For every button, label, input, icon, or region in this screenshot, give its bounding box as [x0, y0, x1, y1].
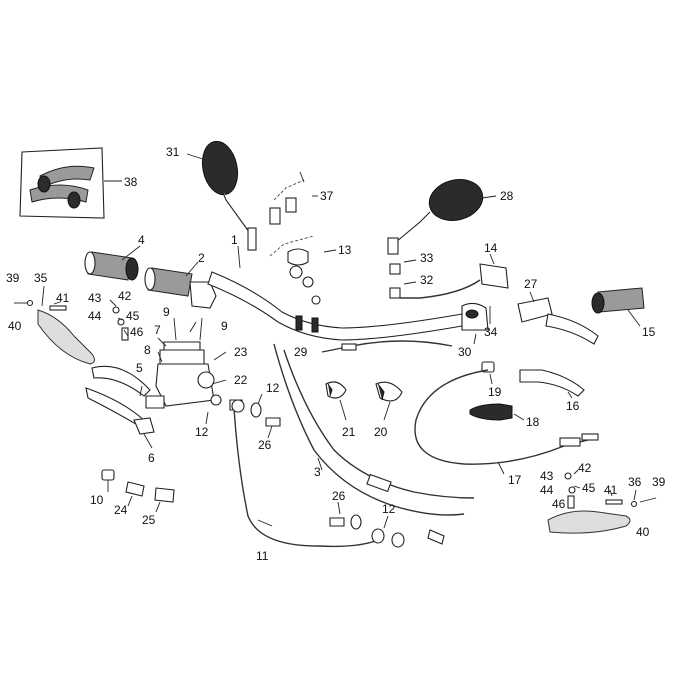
- throttle-housing-part: [321, 302, 489, 353]
- callout-3: 3: [314, 465, 321, 479]
- callout-14: 14: [484, 241, 498, 255]
- callout-13: 13: [338, 243, 352, 257]
- callout-8: 8: [144, 343, 151, 357]
- callout-25: 25: [142, 513, 156, 527]
- right-grip-part: [591, 287, 645, 327]
- clutch-cable-part: [414, 369, 599, 475]
- callout-31: 31: [166, 145, 180, 159]
- callout-26-a: 26: [258, 438, 272, 452]
- front-brake-master-cylinder: [145, 317, 222, 409]
- callout-1: 1: [231, 233, 238, 247]
- callout-26-b: 26: [332, 489, 346, 503]
- callout-12-c: 12: [382, 502, 396, 516]
- callout-43-right: 43: [540, 469, 554, 483]
- callout-27: 27: [524, 277, 538, 291]
- callout-46-right: 46: [552, 497, 566, 511]
- bar-clamp-hardware: [269, 171, 337, 305]
- callout-5: 5: [136, 361, 143, 375]
- brake-hose-part: [229, 399, 379, 548]
- callout-38: 38: [124, 175, 138, 189]
- callout-32: 32: [420, 273, 434, 287]
- callout-labels: 1 2 3 4 5 6 7 8 9 9 10 11 12 12 12 13 14…: [6, 145, 666, 563]
- callout-4: 4: [138, 233, 145, 247]
- callout-36: 36: [628, 475, 642, 489]
- callout-7: 7: [154, 323, 161, 337]
- callout-11: 11: [256, 549, 269, 563]
- leader-lines: [53, 299, 637, 501]
- callout-9-right: 9: [221, 319, 228, 333]
- throttle-grip-part: [144, 261, 217, 309]
- callout-12-b: 12: [266, 381, 280, 395]
- callout-46-left: 46: [130, 325, 144, 339]
- clutch-lever-assembly: [517, 291, 599, 399]
- front-brake-lever-part: [85, 365, 155, 435]
- hose-clamps-20-21: [325, 381, 403, 421]
- callout-41-left: 41: [56, 291, 70, 305]
- right-mirror-part: [387, 179, 497, 255]
- switch-parts-18-19: [469, 361, 525, 421]
- left-handguard-part: [14, 285, 129, 365]
- callout-39-right: 39: [652, 475, 666, 489]
- callout-9-left: 9: [163, 305, 170, 319]
- right-handguard-part: [547, 472, 657, 534]
- callout-2: 2: [198, 251, 205, 265]
- inset-grips-panel: [19, 147, 122, 219]
- callout-35: 35: [34, 271, 48, 285]
- callout-6: 6: [148, 451, 155, 465]
- callout-42-left: 42: [118, 289, 132, 303]
- callout-24: 24: [114, 503, 128, 517]
- callout-39-left: 39: [6, 271, 20, 285]
- callout-22: 22: [234, 373, 248, 387]
- callout-10: 10: [90, 493, 104, 507]
- callout-15: 15: [642, 325, 656, 339]
- callout-33: 33: [420, 251, 434, 265]
- throttle-cable-part: [273, 343, 475, 545]
- callout-19: 19: [488, 385, 502, 399]
- callout-12-a: 12: [195, 425, 209, 439]
- callout-43-left: 43: [88, 291, 102, 305]
- right-switch-group: [389, 253, 509, 324]
- callout-40-right: 40: [636, 525, 650, 539]
- callout-44-left: 44: [88, 309, 102, 323]
- callout-30: 30: [458, 345, 472, 359]
- callout-45-right: 45: [582, 481, 596, 495]
- callout-20: 20: [374, 425, 388, 439]
- callout-17: 17: [508, 473, 522, 487]
- callout-45-left: 45: [126, 309, 140, 323]
- left-mirror-part: [186, 140, 257, 251]
- callout-34: 34: [484, 325, 498, 339]
- callout-40-left: 40: [8, 319, 22, 333]
- banjo-bolts-washers: [250, 393, 405, 548]
- callout-37: 37: [320, 189, 334, 203]
- switch-bolts-group: [101, 469, 175, 513]
- callout-28: 28: [500, 189, 514, 203]
- left-grip-part: [84, 245, 141, 281]
- callout-42-right: 42: [578, 461, 592, 475]
- callout-18: 18: [526, 415, 540, 429]
- callout-44-right: 44: [540, 483, 554, 497]
- callout-21: 21: [342, 425, 356, 439]
- callout-23: 23: [234, 345, 248, 359]
- callout-16: 16: [566, 399, 580, 413]
- callout-41-right: 41: [604, 483, 618, 497]
- callout-29: 29: [294, 345, 308, 359]
